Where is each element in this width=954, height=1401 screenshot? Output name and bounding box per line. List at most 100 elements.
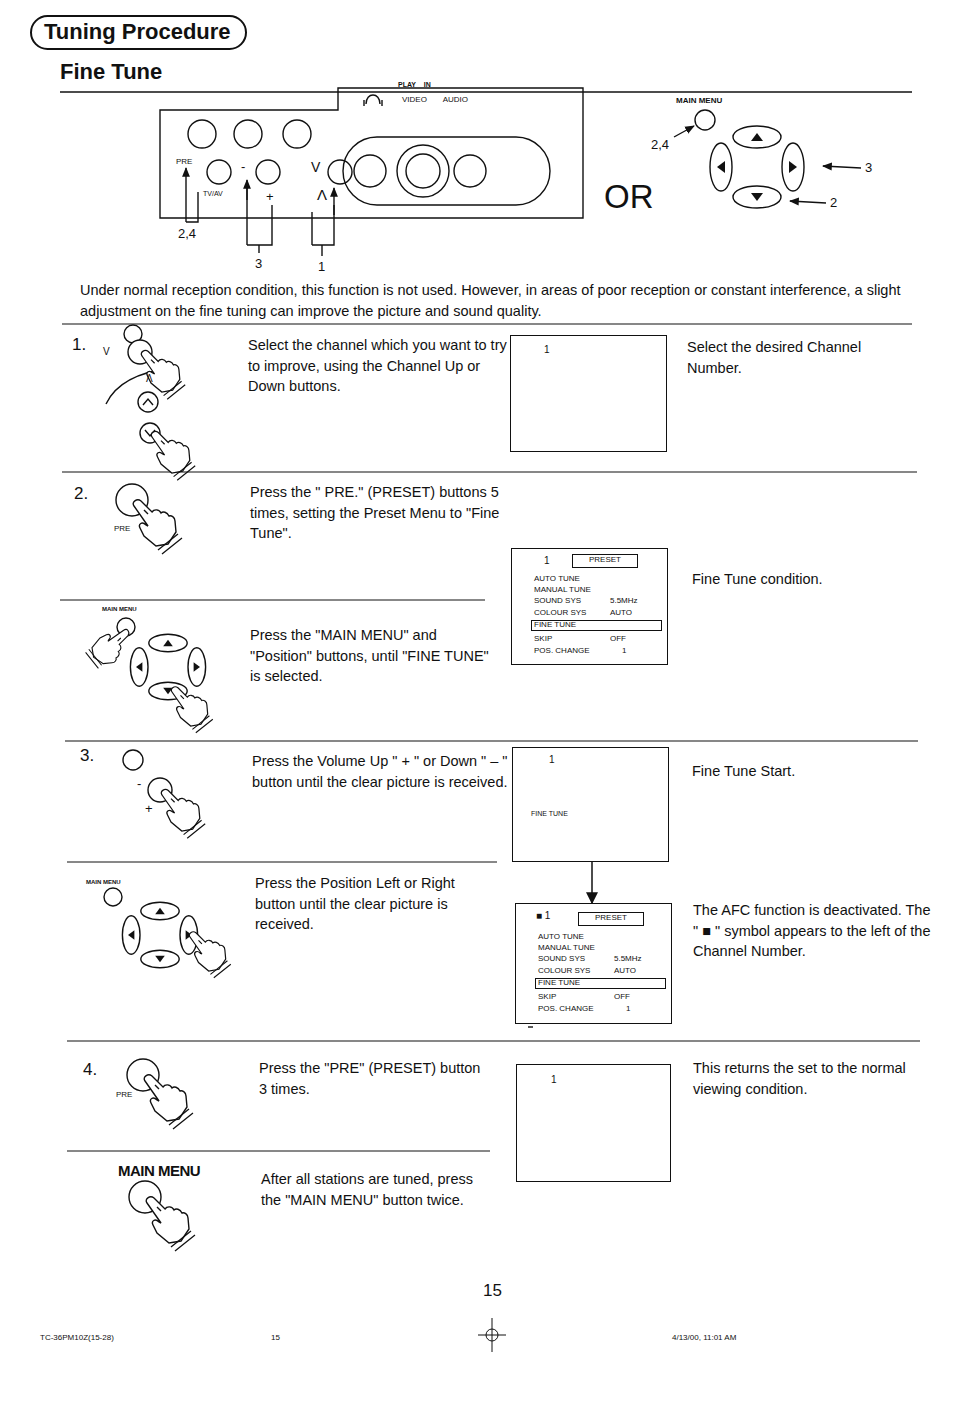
- screen-text: SOUND SYS: [534, 597, 581, 606]
- step-text: Select the channel which you want to try…: [248, 335, 510, 397]
- intro-text: Under normal reception condition, this f…: [80, 280, 915, 321]
- screen-text: FINE TUNE: [531, 810, 568, 818]
- screen-text: OFF: [614, 993, 630, 1002]
- screen-text: MANUAL TUNE: [534, 586, 591, 595]
- button-label: PRE: [116, 1089, 132, 1100]
- audio-jack: [406, 154, 440, 188]
- pointing-hand: [161, 790, 205, 839]
- screen-text: PRESET: [579, 914, 643, 923]
- direction-button: [141, 902, 179, 920]
- screen-text: OFF: [610, 635, 626, 644]
- callout-number: 2: [830, 194, 837, 212]
- tv-screen: 1: [510, 335, 667, 452]
- jack-ring: [397, 145, 449, 197]
- direction-button: [149, 634, 187, 652]
- button-label: MAIN MENU: [676, 95, 722, 106]
- hand-outline: [151, 432, 190, 473]
- screen-text: POS. CHANGE: [534, 647, 590, 656]
- hand-outline: [144, 1075, 187, 1121]
- panel-button: [283, 120, 311, 148]
- pointing-hand: [151, 432, 195, 481]
- screen-text: 1: [622, 647, 626, 656]
- button-label: V: [103, 345, 110, 359]
- direction-arrow: [789, 161, 797, 173]
- hand-cuff: [171, 1231, 195, 1251]
- hand-outline: [92, 629, 129, 663]
- screen-text: AUTO: [610, 609, 632, 618]
- screen-text: PRESET: [573, 556, 637, 565]
- pointing-hand: [171, 687, 212, 733]
- button-label: MAIN MENU: [118, 1160, 200, 1181]
- direction-arrow: [163, 640, 173, 646]
- button-label: Λ: [146, 372, 153, 386]
- screen-text: COLOUR SYS: [538, 967, 590, 976]
- footer-text: 4/13/00, 11:01 AM: [672, 1332, 736, 1343]
- selected-menu-item: FINE TUNE: [531, 620, 662, 631]
- panel-button: [234, 120, 262, 148]
- jack-label: PLAY IN: [398, 80, 431, 90]
- direction-button: [122, 916, 140, 954]
- chevron-symbol: [143, 399, 153, 405]
- screen-text: 1: [544, 344, 550, 355]
- or-label: OR: [604, 174, 654, 221]
- button-label: +: [266, 188, 274, 206]
- direction-button: [141, 950, 179, 968]
- audio-jack: [454, 155, 486, 187]
- direction-button: [782, 143, 804, 191]
- hand-cuff: [169, 1109, 193, 1129]
- panel-button: [256, 160, 280, 184]
- panel-button: [328, 160, 352, 184]
- button: [138, 392, 158, 412]
- step-text: Press the "PRE" (PRESET) button 3 times.: [259, 1058, 489, 1099]
- screen-text: AUTO TUNE: [538, 933, 584, 942]
- step-number: 2.: [74, 482, 88, 506]
- footer-text: TC-36PM10Z(15-28): [40, 1332, 114, 1343]
- button: [123, 750, 143, 770]
- pointing-hand: [86, 629, 129, 668]
- leader-line: [790, 201, 826, 203]
- hand-outline: [189, 932, 225, 971]
- video-jack: [354, 155, 386, 187]
- hand-cuff: [184, 820, 206, 838]
- hand-cuff: [174, 462, 196, 480]
- pointing-hand: [133, 500, 182, 554]
- drawing-part: [106, 88, 861, 1027]
- button-label: -: [137, 775, 141, 793]
- button-label: TV/AV: [203, 189, 223, 199]
- selected-menu-item: FINE TUNE: [535, 978, 666, 989]
- section-title: Tuning Procedure: [30, 15, 247, 50]
- tv-screen: 1AUTO TUNEMANUAL TUNESOUND SYS5.5MHzCOLO…: [511, 548, 668, 665]
- hand-outline: [133, 500, 176, 546]
- direction-button: [188, 648, 206, 686]
- result-text: Select the desired Channel Number.: [687, 337, 902, 378]
- direction-button: [710, 143, 732, 191]
- footer-text: 15: [271, 1332, 280, 1343]
- crop-mark: [478, 1335, 506, 1336]
- direction-arrow: [751, 133, 763, 141]
- step-text: Press the "MAIN MENU" and "Position" but…: [250, 625, 490, 687]
- pointing-hand: [189, 932, 230, 978]
- control-panel: [160, 88, 583, 218]
- result-text: Fine Tune condition.: [692, 569, 917, 590]
- hand-cuff: [158, 534, 182, 554]
- tv-screen: 1FINE TUNE: [512, 747, 669, 862]
- tv-screen: ■ 1AUTO TUNEMANUAL TUNESOUND SYS5.5MHzCO…: [515, 903, 672, 1024]
- direction-button: [130, 648, 148, 686]
- step-number: 3.: [80, 744, 94, 768]
- direction-button: [733, 186, 781, 208]
- panel-button: [207, 160, 231, 184]
- screen-text: 5.5MHz: [614, 955, 642, 964]
- screen-text: SKIP: [534, 635, 552, 644]
- direction-arrow: [155, 956, 165, 962]
- jack-panel: [343, 137, 550, 205]
- button-label: -: [241, 158, 245, 176]
- tv-screen: 1: [516, 1064, 671, 1182]
- direction-arrow: [717, 161, 725, 173]
- section-heading: Fine Tune: [60, 56, 162, 87]
- rule-line: [67, 1040, 920, 1041]
- flow-arrow: [591, 862, 593, 903]
- button-label: PRE: [114, 523, 130, 534]
- leader-line: [186, 192, 198, 222]
- button-label: MAIN MENU: [86, 878, 121, 887]
